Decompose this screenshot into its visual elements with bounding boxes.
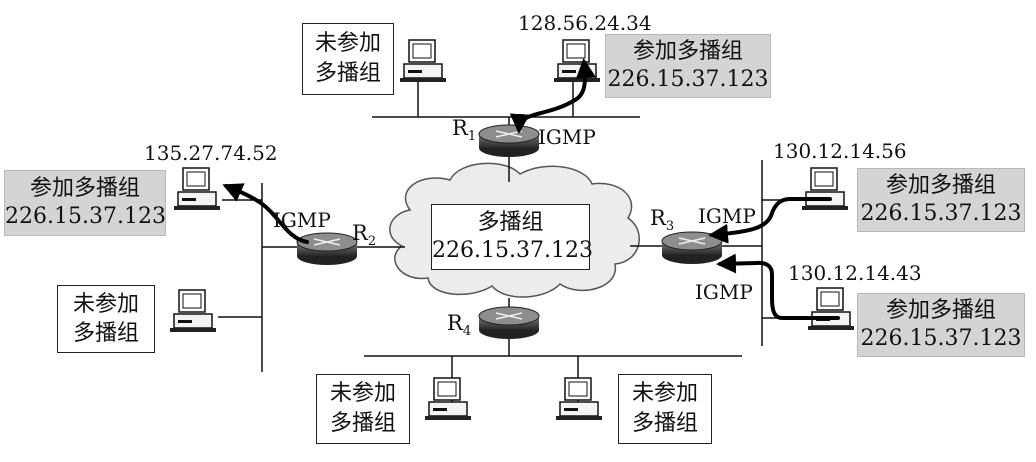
ip-label-right-top: 130.12.14.56 [773, 139, 907, 163]
joined-label-top: 参加多播组 226.15.37.123 [605, 34, 771, 98]
router-r2 [296, 232, 358, 265]
not-joined-label-line2: 多播组 [72, 321, 139, 346]
router-r4 [478, 306, 540, 339]
igmp-arrow-right-bottom [716, 253, 840, 320]
not-joined-label-top: 未参加 多播组 [302, 23, 394, 95]
computer-bottom-right [556, 377, 602, 420]
not-joined-label-bottom-right: 未参加 多播组 [618, 374, 712, 444]
igmp-arrow-left [222, 183, 309, 244]
computer-bottom-left [425, 377, 471, 420]
joined-label-right-bottom: 参加多播组 226.15.37.123 [857, 293, 1025, 357]
not-joined-label-line1: 未参加 [329, 381, 396, 406]
igmp-label-left: IGMP [273, 208, 331, 232]
router-r1 [478, 124, 540, 157]
not-joined-label-line2: 多播组 [314, 61, 381, 86]
not-joined-label-bottom-left: 未参加 多播组 [316, 374, 410, 444]
igmp-arrows [222, 58, 840, 320]
joined-label-address: 226.15.37.123 [607, 67, 769, 92]
igmp-label-right-bottom: IGMP [695, 280, 753, 304]
computer-left-bottom [170, 289, 216, 332]
not-joined-label-line1: 未参加 [314, 31, 381, 56]
multicast-group-address: 226.15.37.123 [432, 238, 593, 263]
ip-label-right-bottom: 130.12.14.43 [788, 261, 922, 285]
router-r3-label: R3 [650, 206, 674, 234]
router-r1-label: R1 [452, 116, 476, 144]
router-r4-label: R4 [447, 311, 471, 339]
computer-left-top [174, 167, 220, 210]
computer-right-bottom [808, 287, 854, 330]
igmp-arrow-right-top [708, 197, 832, 244]
joined-label-text: 参加多播组 [885, 298, 996, 323]
computer-top-left [400, 39, 446, 82]
not-joined-label-line1: 未参加 [72, 292, 139, 317]
joined-label-right-top: 参加多播组 226.15.37.123 [857, 168, 1025, 232]
joined-label-address: 226.15.37.123 [860, 201, 1022, 226]
ip-label-left: 135.27.74.52 [144, 141, 278, 165]
computer-top-right [554, 39, 600, 82]
ip-label-top: 128.56.24.34 [518, 11, 652, 35]
multicast-group-title: 多播组 [477, 210, 544, 235]
igmp-label-right-top: IGMP [698, 204, 756, 228]
igmp-label-top: IGMP [538, 125, 596, 149]
igmp-arrow-top [509, 58, 596, 134]
joined-label-text: 参加多播组 [632, 39, 743, 64]
joined-label-address: 226.15.37.123 [860, 326, 1022, 351]
not-joined-label-line1: 未参加 [631, 381, 698, 406]
not-joined-label-line2: 多播组 [329, 411, 396, 436]
joined-label-text: 参加多播组 [885, 173, 996, 198]
computer-right-top [802, 167, 848, 210]
joined-label-text: 参加多播组 [29, 176, 140, 201]
router-r2-label: R2 [352, 221, 376, 249]
not-joined-label-left: 未参加 多播组 [57, 285, 155, 353]
not-joined-label-line2: 多播组 [631, 411, 698, 436]
joined-label-left: 参加多播组 226.15.37.123 [4, 170, 166, 236]
joined-label-address: 226.15.37.123 [5, 204, 166, 229]
multicast-group-box: 多播组 226.15.37.123 [431, 204, 593, 270]
